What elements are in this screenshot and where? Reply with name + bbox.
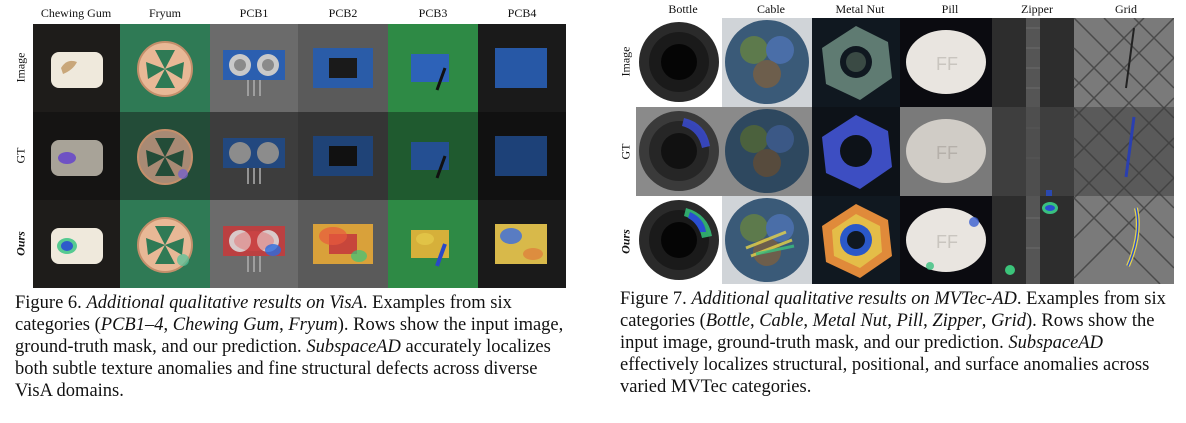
column-header-pcb3: PCB3 xyxy=(418,6,448,20)
figure-7-label: Figure 7. xyxy=(620,289,687,309)
figure-7-title: Additional qualitative results on MVTec-… xyxy=(691,289,1017,309)
pcb4-column xyxy=(478,24,566,288)
figure-6-label: Figure 6. xyxy=(15,293,82,313)
column-header-fryum: Fryum xyxy=(148,6,181,20)
caption-category: Cable xyxy=(759,311,804,331)
svg-text:FF: FF xyxy=(936,143,958,163)
column-header-pill: Pill xyxy=(941,2,959,16)
row-label-ours: Ours xyxy=(13,231,28,256)
grid-column xyxy=(1073,18,1174,284)
row-label-gt: GT xyxy=(618,143,633,160)
caption-category: Chewing Gum xyxy=(172,315,280,335)
row-label-image: Image xyxy=(13,52,28,83)
caption-text: ). Rows show the input image, ground-tru… xyxy=(620,311,1155,353)
caption-category: Bottle xyxy=(705,311,750,331)
caption-text: . Examples from six categories ( xyxy=(15,293,512,335)
caption-category: Grid xyxy=(991,311,1026,331)
row-label-ours: Ours xyxy=(618,229,633,254)
figure-6-title: Additional qualitative results on VisA xyxy=(86,293,363,313)
caption-text: effectively localizes structural, positi… xyxy=(620,355,1150,397)
column-header-bottle: Bottle xyxy=(668,2,698,16)
column-header-zipper: Zipper xyxy=(1021,2,1053,16)
column-header-cable: Cable xyxy=(757,2,785,16)
caption-category: Metal Nut xyxy=(812,311,888,331)
metal-nut-column xyxy=(812,18,900,284)
pcb1-column xyxy=(210,24,298,288)
caption-method-name: SubspaceAD xyxy=(1008,333,1103,353)
pill-column: FF FF FF xyxy=(900,18,992,284)
column-header-pcb1: PCB1 xyxy=(239,6,269,20)
caption-category: Fryum xyxy=(288,315,338,335)
caption-category: PCB1–4 xyxy=(100,315,164,335)
fryum-column xyxy=(120,24,210,288)
row-label-image: Image xyxy=(618,46,633,77)
caption-category: Pill xyxy=(896,311,924,331)
caption-text: ). Rows show the input image, ground-tru… xyxy=(15,315,564,357)
cable-column xyxy=(722,18,812,284)
mvtec-image-grid: FF FF FF xyxy=(636,18,1174,284)
figure-7: Bottle Cable Metal Nut Pill Zipper Grid … xyxy=(600,0,1186,423)
caption-separator: , xyxy=(279,315,289,335)
pcb3-column xyxy=(388,24,478,288)
column-header-chewing-gum: Chewing Gum xyxy=(40,6,112,20)
caption-separator: , xyxy=(163,315,173,335)
svg-text:FF: FF xyxy=(936,54,958,74)
caption-text: accurately localizes both subtle texture… xyxy=(15,337,551,401)
column-header-pcb2: PCB2 xyxy=(328,6,358,20)
zipper-column xyxy=(992,18,1074,284)
figure-6-caption: Figure 6. Additional qualitative results… xyxy=(15,292,570,402)
caption-method-name: SubspaceAD xyxy=(306,337,401,357)
caption-text: . Examples from six categories ( xyxy=(620,289,1166,331)
pcb2-column xyxy=(298,24,388,288)
figure-7-caption: Figure 7. Additional qualitative results… xyxy=(620,289,1166,397)
caption-category: Zipper xyxy=(932,311,982,331)
row-label-gt: GT xyxy=(13,147,28,164)
figure-6: Chewing Gum Fryum PCB1 PCB2 PCB3 PCB4 Im… xyxy=(0,0,570,423)
visa-image-grid xyxy=(33,24,566,288)
chewing-gum-column xyxy=(33,24,120,288)
svg-text:FF: FF xyxy=(936,232,958,252)
column-header-metal-nut: Metal Nut xyxy=(835,2,885,16)
bottle-column xyxy=(636,18,722,284)
column-header-grid: Grid xyxy=(1115,2,1137,16)
column-header-pcb4: PCB4 xyxy=(507,6,537,20)
